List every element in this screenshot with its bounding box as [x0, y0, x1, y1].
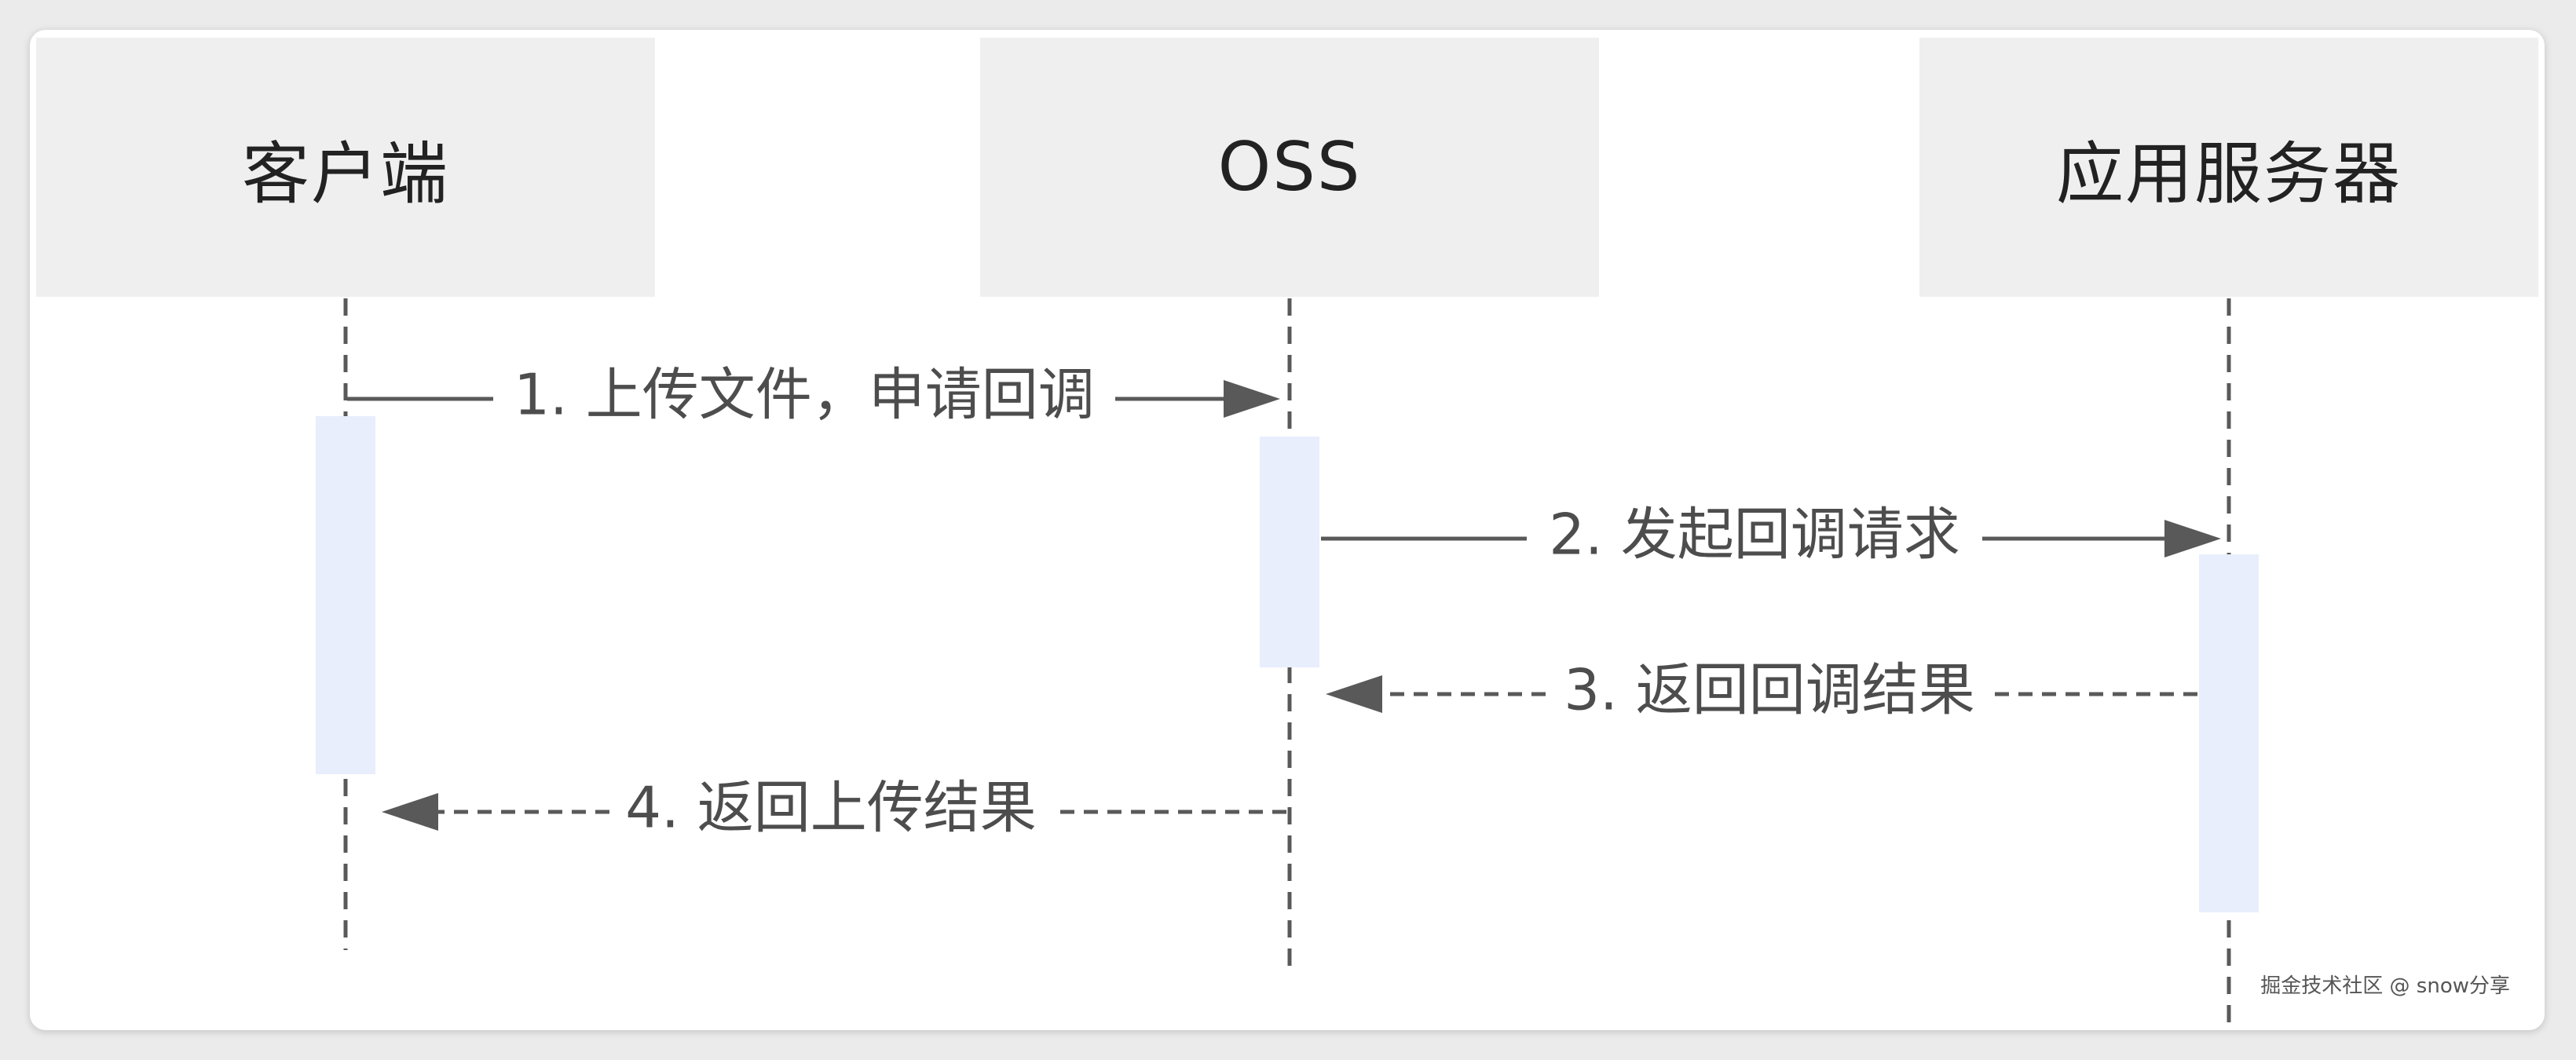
message-1-arrowhead: [1224, 380, 1280, 418]
actor-app-server-label: 应用服务器: [2056, 134, 2402, 214]
actor-app-server: 应用服务器: [1919, 38, 2538, 297]
message-4-label: 4. 返回上传结果: [625, 775, 1037, 841]
actor-client-label: 客户端: [242, 134, 449, 214]
message-4-arrowhead: [382, 793, 438, 831]
activation-oss: [1260, 437, 1319, 667]
activation-client: [316, 416, 375, 774]
message-2-arrowhead: [2164, 520, 2221, 557]
sequence-diagram: 1. 上传文件，申请回调 2. 发起回调请求 3. 返回回调结果 4. 返回上传…: [316, 298, 2259, 1030]
message-3-arrowhead: [1326, 675, 1382, 713]
message-1-label: 1. 上传文件，申请回调: [514, 362, 1095, 428]
actor-client: 客户端: [36, 38, 655, 297]
actor-oss-label: OSS: [1217, 128, 1362, 207]
watermark: 掘金技术社区 @ snow分享: [2260, 974, 2510, 998]
message-3-label: 3. 返回回调结果: [1564, 657, 1975, 723]
diagram-card: 客户端 OSS 应用服务器 1. 上传文件: [30, 30, 2545, 1030]
message-2-label: 2. 发起回调请求: [1549, 502, 1960, 568]
actor-oss: OSS: [980, 38, 1599, 297]
activation-app-server: [2199, 554, 2259, 912]
